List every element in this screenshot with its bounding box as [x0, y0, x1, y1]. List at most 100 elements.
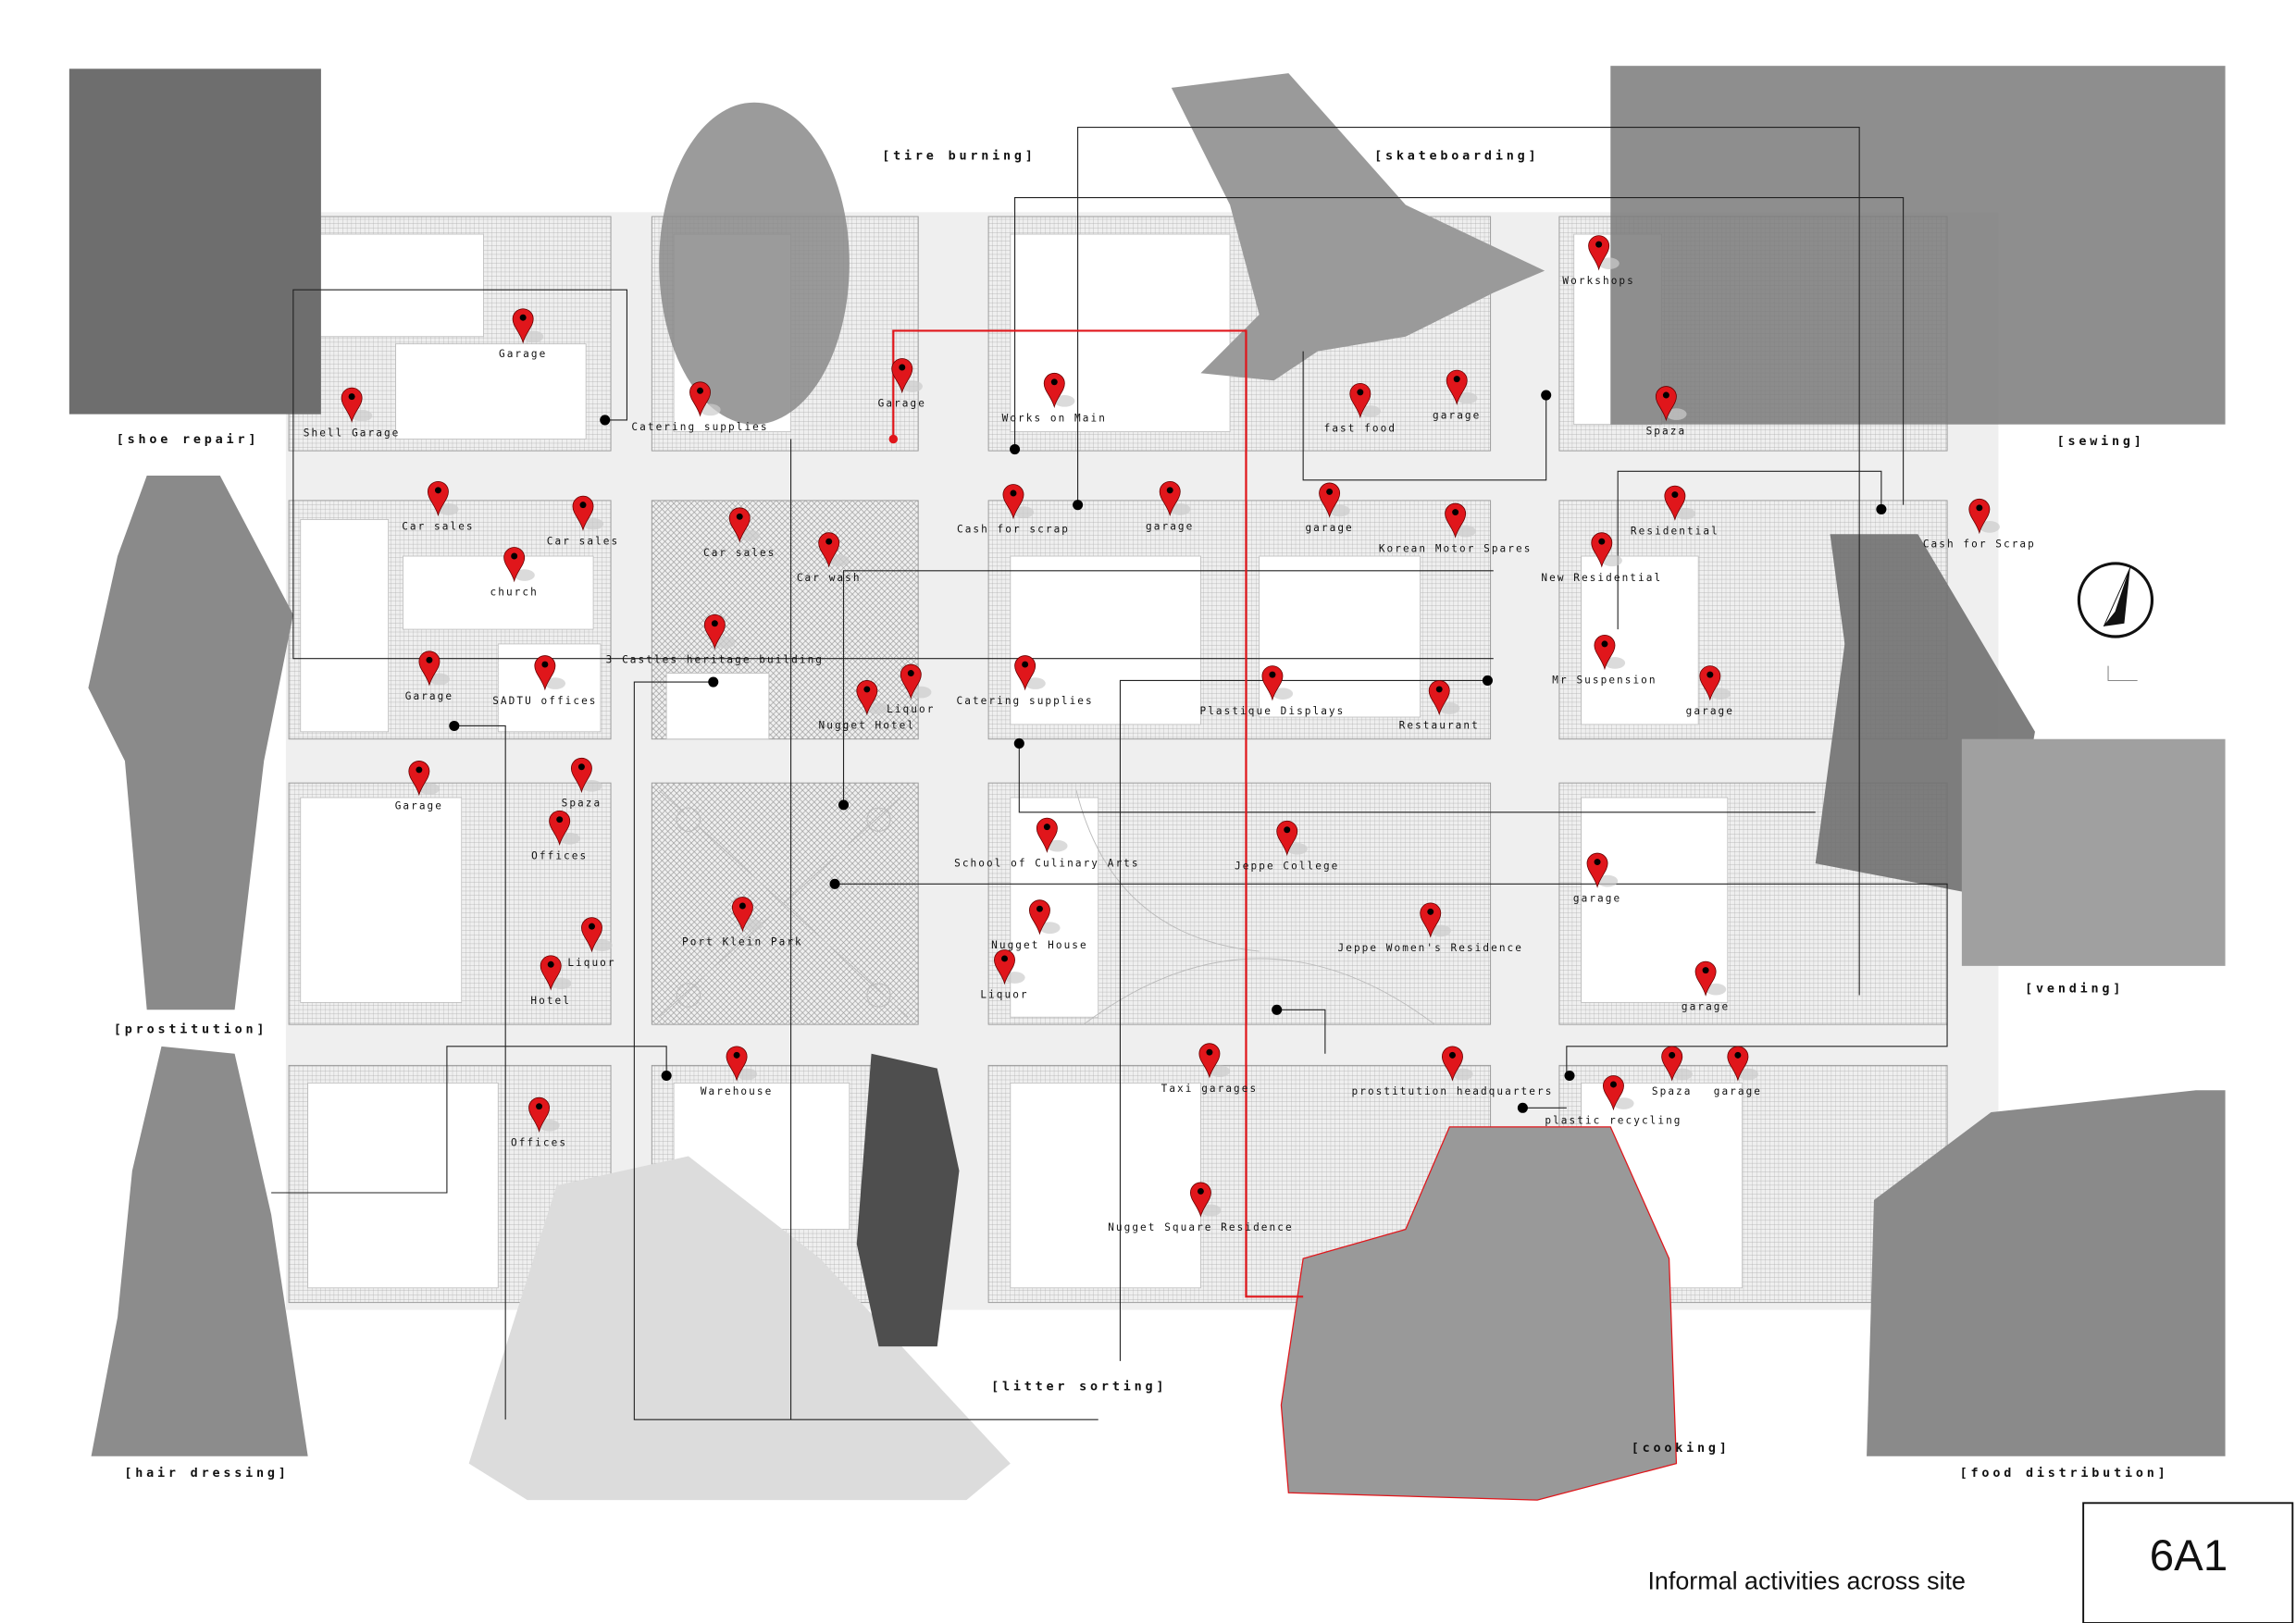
map-pin-icon: [570, 757, 592, 794]
map-pin[interactable]: garage: [1433, 369, 1481, 421]
pin-center-dot: [1269, 671, 1276, 678]
map-pin[interactable]: Nugget House: [991, 899, 1088, 951]
pin-shadow: [739, 529, 761, 542]
map-pin[interactable]: Nugget Square Residence: [1108, 1182, 1293, 1233]
pin-shadow: [1004, 972, 1025, 984]
map-pin[interactable]: Hotel: [530, 955, 572, 1007]
caption-tire-burning: [tire burning]: [882, 148, 1036, 163]
map-pin[interactable]: church: [490, 547, 539, 599]
map-pin[interactable]: plastic recycling: [1545, 1075, 1682, 1127]
map-pin[interactable]: prostitution headquarters: [1352, 1046, 1554, 1097]
map-pin-icon: [503, 547, 526, 583]
map-pin[interactable]: garage: [1714, 1046, 1762, 1097]
pin-center-dot: [1601, 640, 1608, 648]
map-pin[interactable]: Nugget Hotel: [819, 680, 916, 732]
map-pin[interactable]: Garage: [395, 761, 443, 812]
map-pin[interactable]: Spaza: [1646, 386, 1687, 438]
map-pin[interactable]: Works on Main: [1002, 372, 1107, 425]
pin-label: SADTU offices: [492, 695, 597, 707]
pin-label: Spaza: [1646, 426, 1687, 438]
pin-shadow: [1457, 391, 1478, 404]
pin-center-dot: [577, 763, 585, 771]
map-pin[interactable]: Liquor: [980, 949, 1028, 1001]
litter-sorting-photo: [468, 1156, 1011, 1501]
map-pin[interactable]: Cash for scrap: [957, 484, 1070, 536]
map-pin[interactable]: fast food: [1324, 383, 1396, 435]
pin-label: garage: [1433, 409, 1481, 421]
map-pin[interactable]: Car sales: [703, 507, 776, 559]
map-pin[interactable]: Liquor: [567, 917, 615, 969]
map-pin[interactable]: Shell Garage: [304, 387, 401, 439]
caption-prostitution: [prostitution]: [114, 1022, 267, 1037]
map-pin-icon: [1319, 482, 1341, 518]
map-pin-icon: [341, 387, 363, 423]
map-pin[interactable]: Car wash: [797, 532, 862, 584]
map-pin[interactable]: Catering supplies: [957, 655, 1094, 707]
map-pin[interactable]: Restaurant: [1399, 680, 1480, 732]
map-pin[interactable]: SADTU offices: [492, 655, 597, 707]
pin-label: garage: [1305, 522, 1353, 534]
pin-center-dot: [711, 620, 718, 627]
hair-dressing-photo: [91, 1046, 308, 1456]
map-pin[interactable]: Spaza: [1652, 1046, 1693, 1097]
pin-shadow: [1709, 688, 1731, 700]
pin-label: Garage: [499, 348, 547, 360]
map-pin[interactable]: garage: [1686, 665, 1734, 717]
pin-shadow: [352, 409, 373, 422]
pin-shadow: [1170, 503, 1191, 515]
pin-shadow: [1024, 677, 1046, 689]
map-pin[interactable]: Taxi garages: [1161, 1043, 1259, 1095]
pin-shadow: [1598, 257, 1620, 270]
map-pin[interactable]: garage: [1146, 481, 1194, 533]
map-pin[interactable]: New Residential: [1541, 532, 1662, 584]
map-pin[interactable]: garage: [1305, 482, 1353, 534]
pin-label: Plastique Displays: [1199, 705, 1345, 717]
map-pin[interactable]: Workshops: [1562, 235, 1634, 287]
pin-shadow: [551, 977, 572, 990]
map-pin[interactable]: Cash for Scrap: [1923, 499, 2036, 551]
map-pin[interactable]: School of Culinary Arts: [954, 817, 1139, 869]
caption-sewing: [sewing]: [2057, 434, 2145, 449]
map-pin[interactable]: Offices: [511, 1096, 567, 1148]
map-pin[interactable]: Mr Suspension: [1552, 635, 1657, 687]
map-pin[interactable]: Warehouse: [701, 1046, 773, 1097]
park: [658, 789, 1435, 1025]
map-pin[interactable]: Garage: [499, 308, 547, 360]
map-pin-icon: [1349, 383, 1371, 419]
pin-label: Cash for Scrap: [1923, 539, 2036, 551]
map-pin[interactable]: Residential: [1631, 485, 1719, 537]
map-pin[interactable]: garage: [1573, 852, 1621, 904]
map-pin-icon: [1445, 502, 1467, 539]
map-pin[interactable]: Jeppe Women's Residence: [1338, 902, 1523, 954]
pin-label: Jeppe College: [1235, 860, 1339, 872]
pin-shadow: [1054, 395, 1075, 407]
pin-center-dot: [1706, 671, 1714, 678]
pin-center-dot: [1284, 826, 1291, 834]
pin-center-dot: [416, 766, 423, 774]
map-pin[interactable]: Catering supplies: [631, 381, 768, 433]
map-pin[interactable]: garage: [1682, 960, 1730, 1012]
map-pin[interactable]: Offices: [531, 810, 588, 861]
map-pin[interactable]: Liquor: [887, 663, 935, 715]
map-pin[interactable]: Car sales: [402, 481, 474, 533]
route-start-dot: [888, 434, 899, 444]
pin-shadow: [1706, 983, 1727, 996]
pin-label: Nugget Hotel: [819, 720, 916, 732]
pin-center-dot: [697, 387, 704, 394]
map-pin[interactable]: Car sales: [547, 495, 619, 547]
pin-shadow: [714, 636, 736, 649]
pin-center-dot: [907, 670, 914, 677]
pin-label: Workshops: [1562, 275, 1634, 287]
map-pin[interactable]: Garage: [405, 650, 453, 702]
map-pin-icon: [728, 507, 751, 543]
map-pin[interactable]: Port Klein Park: [682, 897, 803, 948]
map-pin[interactable]: 3 Castles heritage building: [606, 613, 824, 665]
map-pin[interactable]: Spaza: [562, 757, 602, 809]
pin-label: Liquor: [567, 957, 615, 969]
map-pin[interactable]: Korean Motor Spares: [1379, 502, 1533, 554]
map-pin[interactable]: Jeppe College: [1235, 820, 1339, 872]
map-pin[interactable]: Garage: [878, 358, 926, 410]
pin-label: garage: [1682, 1000, 1730, 1012]
map-pin[interactable]: Plastique Displays: [1199, 665, 1345, 717]
pin-center-dot: [1197, 1187, 1204, 1195]
